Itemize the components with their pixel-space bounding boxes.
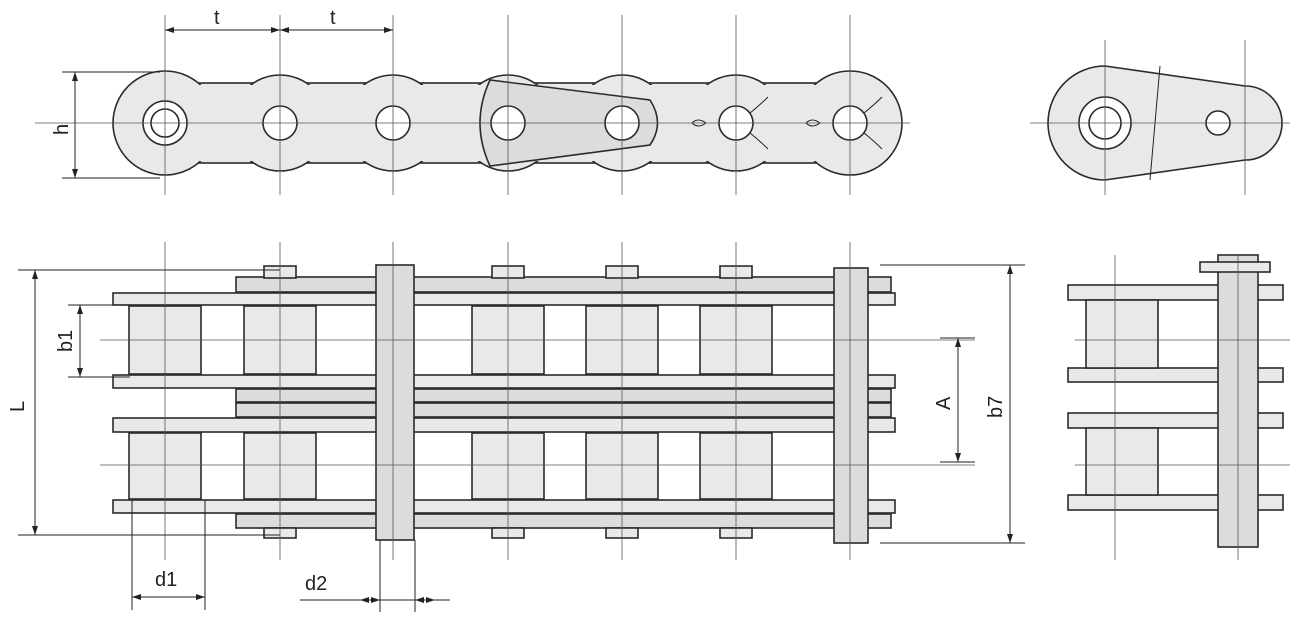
label-pin-diameter: d2 — [305, 573, 327, 595]
outer-plate — [112, 374, 896, 389]
arrowhead — [415, 597, 424, 603]
label-plate-height: h — [51, 124, 73, 135]
label-pitch-2: t — [330, 7, 336, 29]
arrowhead — [271, 27, 280, 33]
arrowhead — [77, 368, 83, 377]
arrowhead — [955, 453, 961, 462]
label-transverse-pitch: A — [933, 396, 955, 410]
section-roller — [1085, 299, 1159, 369]
inner-plate — [235, 513, 892, 529]
label-inner-width: b1 — [55, 330, 77, 352]
label-roller-diameter: d1 — [155, 569, 177, 591]
arrowhead — [72, 72, 78, 81]
label-overall-width: b7 — [985, 396, 1007, 418]
outer-plate — [112, 499, 896, 514]
arrowhead — [165, 27, 174, 33]
arrowhead — [32, 270, 38, 279]
front-view — [112, 264, 896, 544]
arrowhead — [132, 594, 141, 600]
inner-plate — [235, 276, 892, 293]
connecting-pin — [375, 264, 415, 541]
label-pin-length: L — [7, 401, 29, 412]
arrowhead — [955, 338, 961, 347]
arrowhead — [1007, 534, 1013, 543]
arrowhead — [1007, 265, 1013, 274]
arrowhead — [371, 597, 380, 603]
dimension-lines — [18, 27, 1025, 612]
pin-head — [1199, 261, 1271, 273]
arrowhead — [196, 594, 205, 600]
arrowhead — [72, 169, 78, 178]
arrowhead — [360, 597, 369, 603]
section-roller — [1085, 427, 1159, 496]
center-lines — [35, 15, 1290, 560]
arrowhead — [426, 597, 435, 603]
cotter-pin-shaft — [833, 267, 869, 544]
side-section-view — [1067, 254, 1284, 548]
arrowhead — [77, 305, 83, 314]
arrowhead — [384, 27, 393, 33]
label-pitch-1: t — [214, 7, 220, 29]
arrowhead — [32, 526, 38, 535]
outer-plate — [112, 292, 896, 306]
arrowhead — [280, 27, 289, 33]
inner-plate — [235, 388, 892, 403]
outer-plate — [112, 417, 896, 433]
inner-plate — [235, 402, 892, 418]
